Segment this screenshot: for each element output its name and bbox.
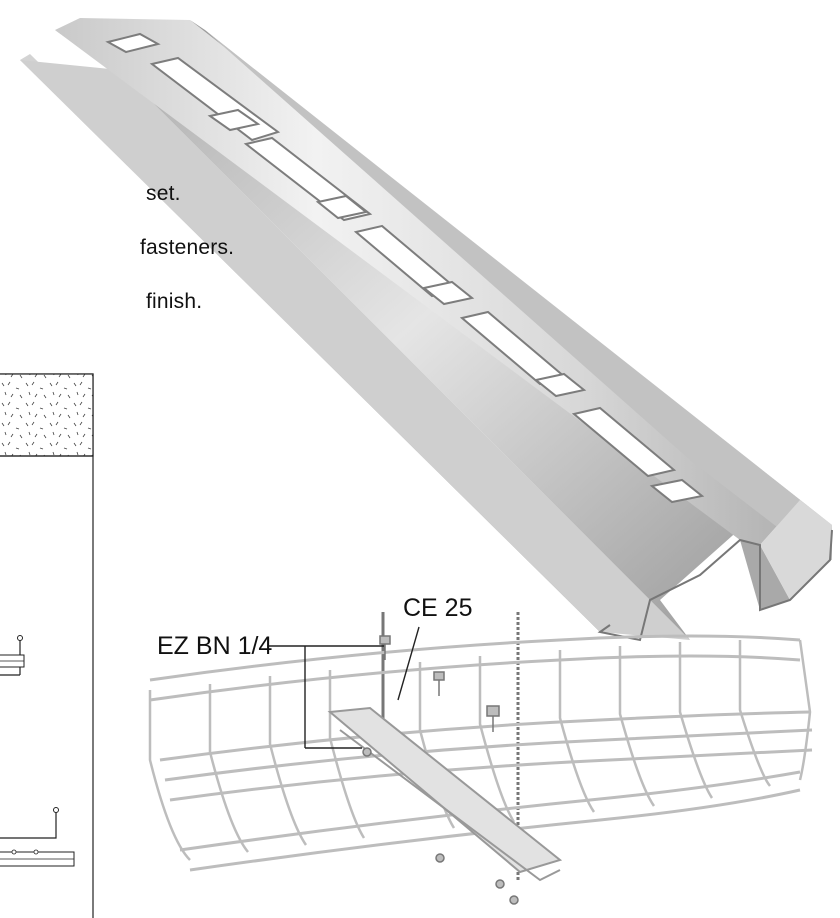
text-line-set: set. xyxy=(146,182,181,205)
callout-leaders xyxy=(268,626,420,749)
cable-tray-assembly xyxy=(148,612,813,905)
rail-slots xyxy=(105,32,705,504)
callout-ce-25: CE 25 xyxy=(403,594,473,622)
text-line-finish: finish. xyxy=(146,290,203,313)
text-line-fasteners: fasteners. xyxy=(140,236,235,259)
callout-ez-bn: EZ BN 1/4 xyxy=(157,632,273,660)
slotted-rail xyxy=(20,18,833,642)
schematic-panel xyxy=(0,373,94,918)
